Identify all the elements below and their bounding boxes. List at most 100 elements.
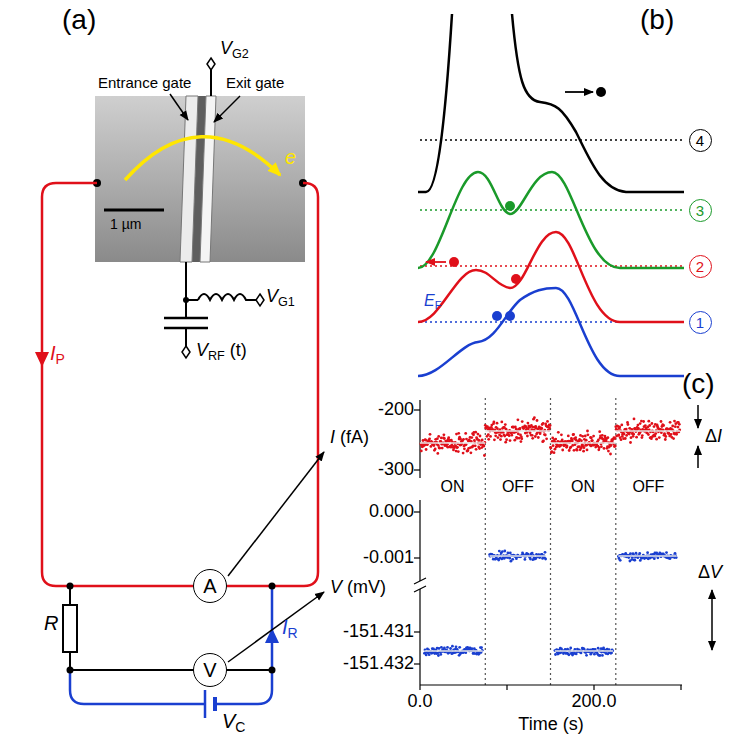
delta-arrow xyxy=(711,590,713,650)
data-point xyxy=(438,647,441,650)
data-point xyxy=(617,434,620,437)
mean-line xyxy=(555,650,613,652)
data-point xyxy=(559,444,562,447)
data-point xyxy=(574,436,577,439)
data-point xyxy=(439,653,442,656)
data-point xyxy=(545,437,548,440)
data-point xyxy=(583,446,586,449)
data-point xyxy=(635,552,638,555)
mean-line xyxy=(618,555,676,557)
tick-label: -200 xyxy=(378,399,414,420)
data-point xyxy=(539,432,542,435)
data-point xyxy=(605,440,608,443)
current-name: IP xyxy=(50,342,65,367)
data-point xyxy=(567,653,570,656)
step-number: 2 xyxy=(689,255,712,278)
text-part: V xyxy=(710,562,722,582)
data-point xyxy=(541,440,544,443)
text-part: V xyxy=(266,286,278,306)
axis-tick xyxy=(414,469,420,470)
data-point xyxy=(674,552,677,555)
data-point xyxy=(590,436,593,439)
axis-line xyxy=(419,400,420,478)
data-point xyxy=(434,448,437,451)
data-point xyxy=(501,550,504,553)
capacitor-symbol xyxy=(164,317,208,320)
data-point xyxy=(529,558,532,561)
data-point xyxy=(481,439,484,442)
leader-line xyxy=(170,94,188,120)
data-point xyxy=(586,430,589,433)
data-point xyxy=(592,435,595,438)
data-point xyxy=(456,446,459,449)
data-point xyxy=(502,426,505,429)
signal-name: VC xyxy=(222,710,245,735)
data-point xyxy=(664,438,667,441)
data-point xyxy=(437,654,440,657)
data-point xyxy=(466,450,469,453)
scale-label: 1 µm xyxy=(110,216,141,232)
data-point xyxy=(496,422,499,425)
data-point xyxy=(671,425,674,428)
data-point xyxy=(610,444,613,447)
electron-dot xyxy=(596,87,606,97)
sem-image xyxy=(93,96,307,262)
data-point xyxy=(474,444,477,447)
data-point xyxy=(482,444,485,447)
data-point xyxy=(443,437,446,440)
text-part: (t) xyxy=(225,340,247,360)
data-point xyxy=(477,433,480,436)
data-point xyxy=(504,441,507,444)
text-part: I xyxy=(282,616,288,638)
data-point xyxy=(505,428,508,431)
data-point xyxy=(572,433,575,436)
data-point xyxy=(638,552,641,555)
data-point xyxy=(554,653,557,656)
mean-line xyxy=(420,442,485,444)
data-point xyxy=(531,437,534,440)
motion-arrow xyxy=(426,261,446,263)
data-point xyxy=(455,645,458,648)
electron-path xyxy=(125,137,280,180)
data-point xyxy=(503,550,506,553)
data-point xyxy=(543,433,546,436)
mean-line xyxy=(424,650,482,652)
data-point xyxy=(601,434,604,437)
electron-dot xyxy=(505,311,515,321)
dotted-divider xyxy=(615,398,616,685)
data-point xyxy=(566,445,569,448)
data-point xyxy=(629,552,632,555)
data-point xyxy=(507,433,510,436)
level-name: EF xyxy=(424,292,442,312)
data-point xyxy=(520,437,523,440)
dotted-level xyxy=(420,209,684,210)
data-point xyxy=(607,450,610,453)
data-point xyxy=(500,435,503,438)
data-point xyxy=(533,416,536,419)
data-point xyxy=(571,440,574,443)
data-point xyxy=(510,434,513,437)
data-point xyxy=(519,427,522,430)
data-point xyxy=(542,422,545,425)
data-point xyxy=(660,420,663,423)
data-point xyxy=(544,434,547,437)
data-point xyxy=(526,435,529,438)
data-point xyxy=(620,424,623,427)
data-point xyxy=(673,420,676,423)
data-point xyxy=(443,433,446,436)
data-point xyxy=(458,646,461,649)
data-point xyxy=(552,444,555,447)
mean-line xyxy=(616,430,680,432)
data-point xyxy=(493,438,496,441)
axis-break xyxy=(414,578,426,584)
data-point xyxy=(678,423,681,426)
wire xyxy=(210,70,212,96)
data-point xyxy=(658,436,661,439)
data-point xyxy=(614,437,617,440)
data-point xyxy=(542,440,545,443)
data-point xyxy=(449,647,452,650)
data-point xyxy=(620,438,623,441)
data-point xyxy=(446,646,449,649)
data-point xyxy=(477,653,480,656)
data-point xyxy=(544,558,547,561)
